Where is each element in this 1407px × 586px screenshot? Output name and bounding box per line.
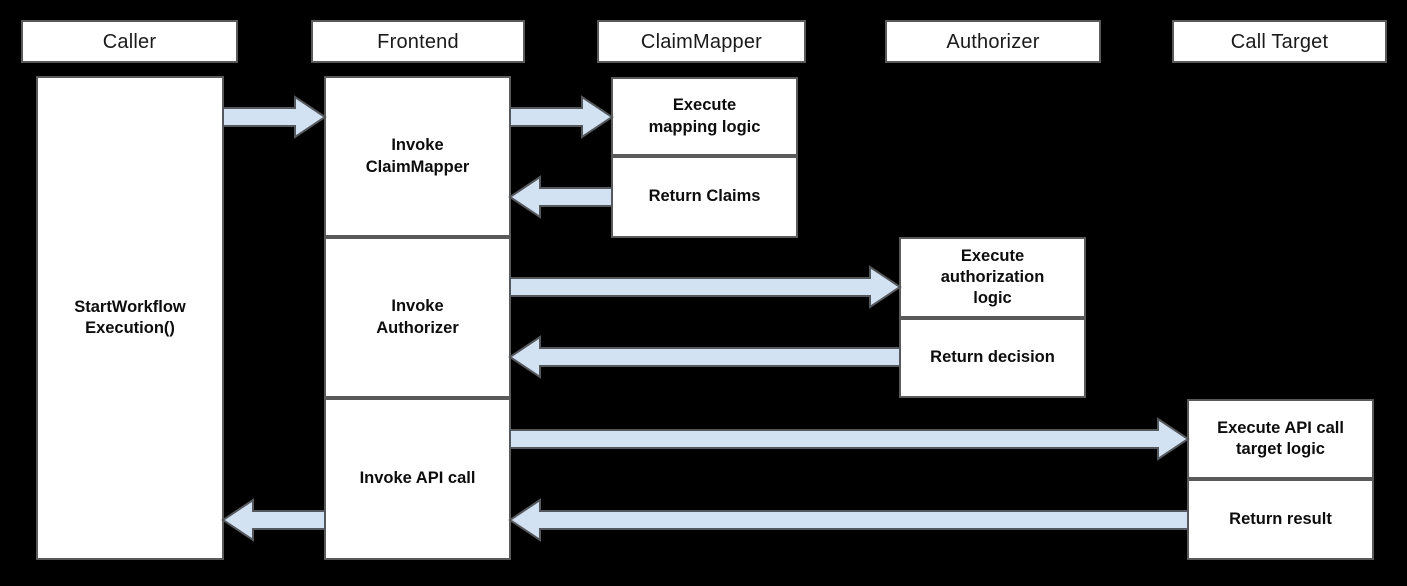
activation-label: Invoke Authorizer	[376, 297, 459, 337]
activation-label: Invoke API call	[359, 469, 476, 488]
message-arrow-frontend-to-calltarget[interactable]	[509, 417, 1190, 461]
lifeline-header-authorizer[interactable]: Authorizer	[885, 20, 1101, 63]
activation-claimmapper-execute-mapping-logic[interactable]: Execute mapping logic	[611, 77, 798, 156]
message-arrow-frontend-to-claimmapper[interactable]	[509, 95, 614, 139]
activation-label: Return decision	[930, 348, 1055, 367]
lifeline-header-claimmapper[interactable]: ClaimMapper	[597, 20, 806, 63]
lifeline-label: Call Target	[1230, 30, 1329, 53]
activation-caller-start-workflow[interactable]: StartWorkflow Execution()	[36, 76, 224, 560]
message-arrow-claimmapper-to-frontend[interactable]	[508, 175, 613, 219]
message-arrow-frontend-to-caller[interactable]	[221, 498, 326, 542]
activation-label: Invoke ClaimMapper	[365, 136, 470, 176]
message-arrow-caller-to-frontend[interactable]	[222, 95, 327, 139]
activation-label: Execute API call target logic	[1217, 418, 1344, 458]
lifeline-label: Frontend	[377, 30, 459, 53]
lifeline-header-calltarget[interactable]: Call Target	[1172, 20, 1387, 63]
activation-frontend-invoke-claimmapper[interactable]: Invoke ClaimMapper	[324, 76, 511, 237]
lifeline-header-frontend[interactable]: Frontend	[311, 20, 525, 63]
message-arrow-authorizer-to-frontend[interactable]	[508, 335, 901, 379]
activation-label: StartWorkflow Execution()	[74, 297, 186, 337]
activation-authorizer-return-decision[interactable]: Return decision	[899, 318, 1086, 398]
activation-label: Return Claims	[648, 187, 761, 206]
activation-calltarget-return-result[interactable]: Return result	[1187, 479, 1374, 560]
activation-label: Return result	[1229, 509, 1332, 528]
activation-label: Execute mapping logic	[648, 96, 761, 136]
lifeline-label: Authorizer	[946, 30, 1040, 53]
activation-calltarget-execute-api-call-target-logic[interactable]: Execute API call target logic	[1187, 399, 1374, 479]
lifeline-header-caller[interactable]: Caller	[21, 20, 238, 63]
lifeline-label: Caller	[102, 30, 157, 53]
activation-frontend-invoke-authorizer[interactable]: Invoke Authorizer	[324, 237, 511, 398]
activation-frontend-invoke-api-call[interactable]: Invoke API call	[324, 398, 511, 560]
activation-label: Execute authorization logic	[940, 246, 1045, 308]
message-arrow-frontend-to-authorizer[interactable]	[509, 265, 902, 309]
message-arrow-calltarget-to-frontend[interactable]	[508, 498, 1189, 542]
activation-authorizer-execute-authorization-logic[interactable]: Execute authorization logic	[899, 237, 1086, 318]
activation-claimmapper-return-claims[interactable]: Return Claims	[611, 156, 798, 238]
lifeline-label: ClaimMapper	[640, 30, 763, 53]
